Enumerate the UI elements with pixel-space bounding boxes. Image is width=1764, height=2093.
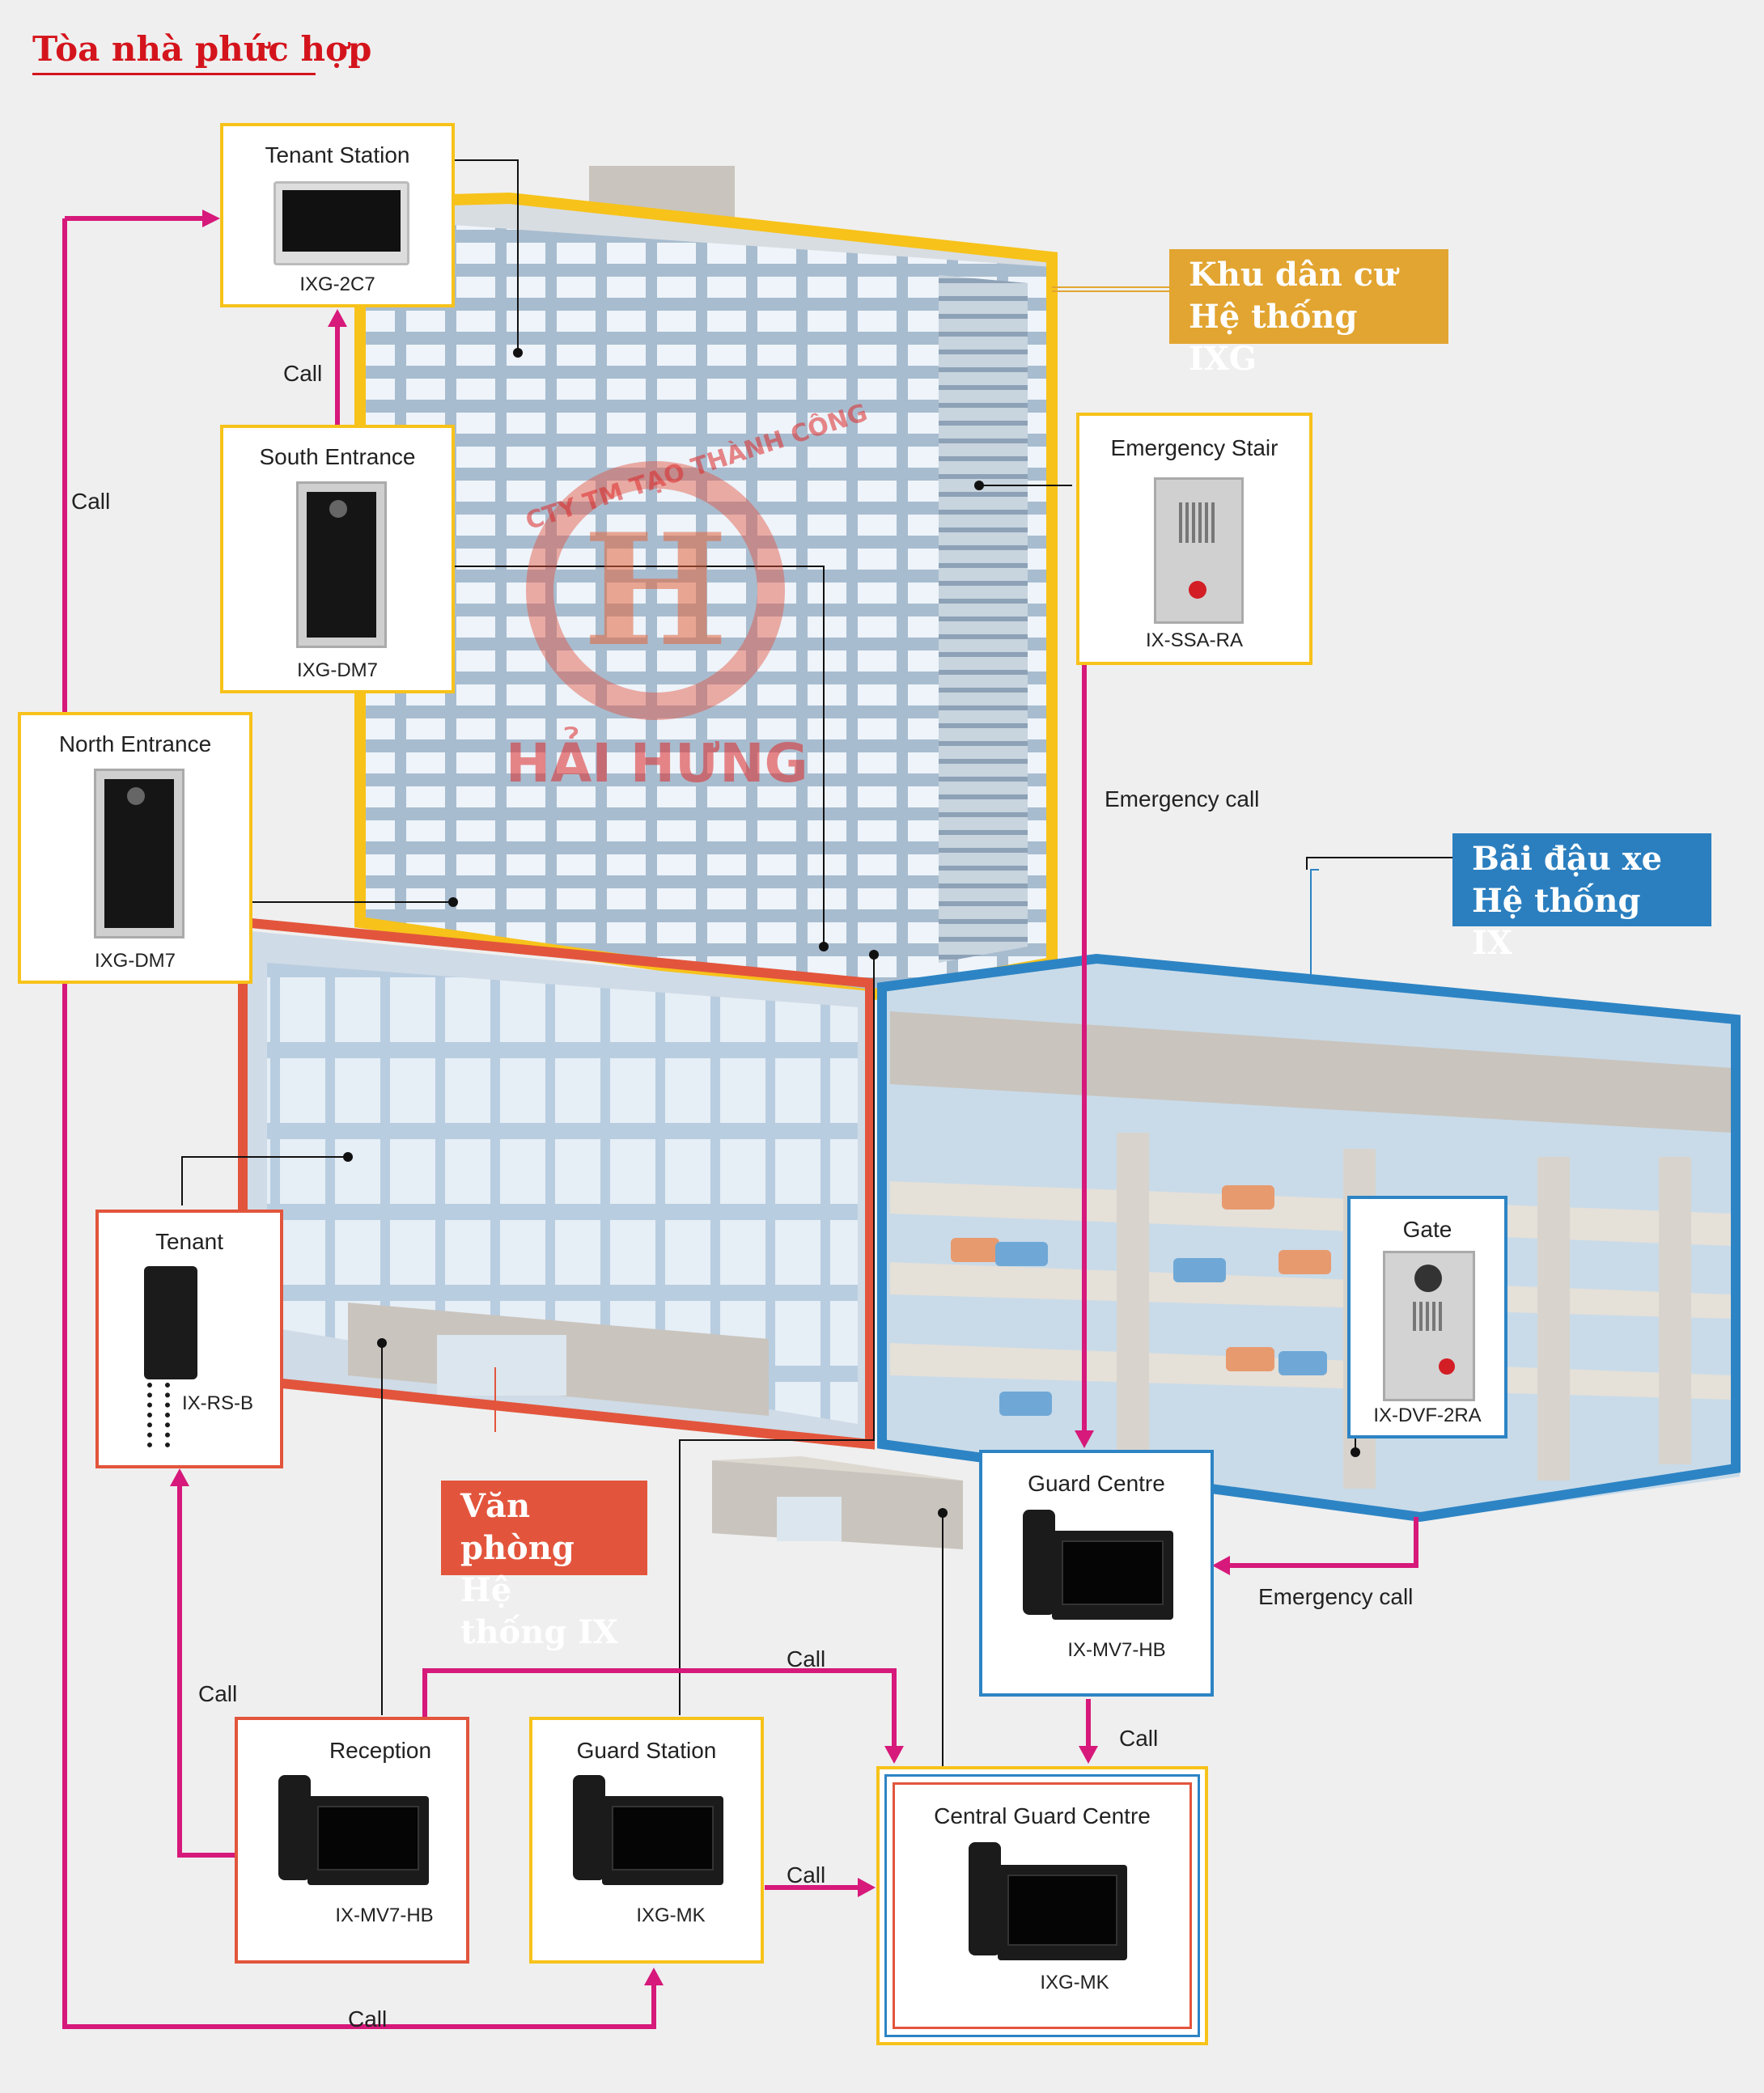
handset-icon [573, 1775, 605, 1880]
handset-icon [969, 1842, 1001, 1955]
zone-badge-residential: Khu dân cư Hệ thống IXG [1169, 249, 1448, 378]
monitor-icon [307, 1796, 429, 1885]
parking-border [877, 953, 1741, 1523]
call-label-left-loop: Call [71, 489, 111, 514]
zone-residential-line2: Hệ thống IXG [1189, 298, 1358, 378]
device-title: Tenant Station [265, 142, 410, 167]
call-label-guard-station: Call [787, 1862, 826, 1888]
zone-residential-line1: Khu dân cư [1189, 256, 1397, 294]
stair-column [939, 275, 1028, 963]
call-label-reception-central: Call [787, 1646, 826, 1671]
device-model: IXG-MK [636, 1904, 706, 1926]
handset-icon [1023, 1510, 1055, 1615]
device-card-tenant[interactable]: Tenant IX-RS-B [95, 1210, 283, 1468]
device-card-emergency-stair[interactable]: Emergency Stair IX-SSA-RA [1076, 413, 1312, 665]
device-model: IXG-DM7 [94, 950, 176, 972]
zone-parking-line1: Bãi đậu xe [1472, 840, 1663, 878]
device-card-guard-station[interactable]: Guard Station IXG-MK [529, 1717, 764, 1964]
door-station-icon [1383, 1251, 1475, 1401]
connector-lines [181, 159, 1457, 1768]
device-card-tenant-station[interactable]: Tenant Station IXG-2C7 [220, 123, 455, 307]
device-model: IX-SSA-RA [1145, 629, 1244, 651]
call-label-tenant-station: Call [283, 361, 323, 386]
device-model: IXG-2C7 [299, 273, 375, 295]
monitor-icon [1052, 1531, 1173, 1620]
zone-office-line1: Văn phòng [460, 1487, 575, 1567]
monitor-icon [998, 1865, 1127, 1960]
handset-cord [147, 1383, 170, 1447]
device-card-gate[interactable]: Gate IX-DVF-2RA [1347, 1196, 1507, 1438]
handset-icon [144, 1266, 197, 1379]
device-title: Gate [1402, 1217, 1452, 1242]
zone-office-line2: Hệ thống IX [460, 1571, 618, 1651]
door-station-icon [94, 769, 184, 938]
page-title: Tòa nhà phức hợp [32, 29, 372, 69]
device-model: IX-RS-B [181, 1392, 253, 1414]
handset-icon [278, 1775, 311, 1880]
device-model: IXG-DM7 [296, 659, 378, 681]
device-title: Emergency Stair [1110, 435, 1278, 460]
emergency-call-label-gate: Emergency call [1258, 1584, 1414, 1609]
title-underline [32, 73, 316, 75]
emergency-call-label-stair: Emergency call [1105, 786, 1260, 811]
device-model: IXG-MK [1040, 1972, 1109, 1993]
device-card-central-guard-centre[interactable]: Central Guard Centre IXG-MK [876, 1766, 1208, 2045]
device-title: Guard Centre [1028, 1471, 1165, 1496]
watermark-brand: HẢI HƯNG [506, 732, 808, 794]
inner-border-blue [884, 1774, 1200, 2037]
device-title: South Entrance [259, 444, 416, 469]
device-title: Tenant [155, 1229, 224, 1254]
device-card-north-entrance[interactable]: North Entrance IXG-DM7 [18, 712, 252, 984]
device-title: Guard Station [576, 1738, 717, 1763]
device-model: IX-MV7-HB [1067, 1639, 1166, 1661]
device-title: North Entrance [58, 731, 212, 756]
watermark-monogram: H [583, 500, 728, 680]
emergency-panel-icon [1154, 477, 1244, 624]
device-card-reception[interactable]: Reception IX-MV7-HB [235, 1717, 469, 1964]
device-model: IX-MV7-HB [335, 1904, 434, 1926]
call-label-tenant: Call [198, 1681, 238, 1706]
device-card-south-entrance[interactable]: South Entrance IXG-DM7 [220, 425, 455, 693]
zone-badge-parking: Bãi đậu xe Hệ thống IX [1452, 833, 1711, 962]
device-card-guard-centre[interactable]: Guard Centre IX-MV7-HB [979, 1450, 1214, 1697]
inner-border-red [893, 1782, 1192, 2029]
zone-badge-office: Văn phòng Hệ thống IX [441, 1481, 647, 1651]
monitor-icon [274, 181, 409, 265]
zone-parking-line2: Hệ thống IX [1472, 882, 1641, 962]
call-label-bottom: Call [348, 2006, 388, 2032]
device-model: IX-DVF-2RA [1373, 1405, 1482, 1426]
device-title: Reception [329, 1738, 432, 1763]
monitor-icon [602, 1796, 723, 1885]
door-station-icon [296, 481, 387, 648]
device-title: Central Guard Centre [934, 1803, 1151, 1828]
arrowheads [170, 210, 1230, 1985]
call-label-guard-centre: Call [1119, 1726, 1159, 1751]
